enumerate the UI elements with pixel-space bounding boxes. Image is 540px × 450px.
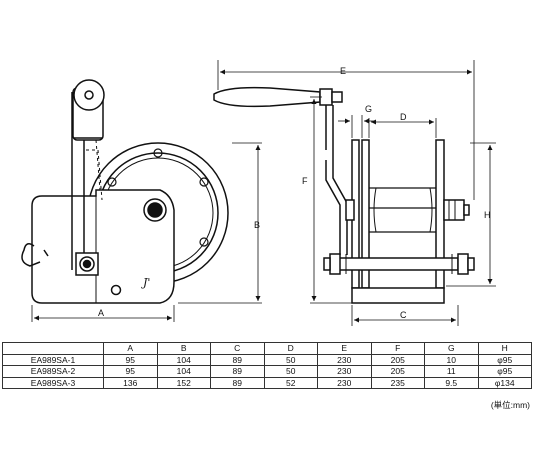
dimension-D xyxy=(368,118,437,138)
header-B: B xyxy=(156,342,211,355)
table-row: EA989SA-3 136 152 89 52 230 235 9.5 φ134 xyxy=(2,376,532,389)
table-cell: φ95 xyxy=(477,353,532,366)
spec-table-header-row: A B C D E F G H xyxy=(2,342,532,355)
dim-label-B: B xyxy=(254,220,260,230)
ratchet-lever xyxy=(21,243,41,267)
table-cell: EA989SA-1 xyxy=(2,353,104,366)
header-A: A xyxy=(103,342,158,355)
header-model xyxy=(2,342,104,355)
header-H: H xyxy=(477,342,532,355)
table-cell: 89 xyxy=(210,376,265,389)
table-cell: EA989SA-3 xyxy=(2,376,104,389)
table-cell: 152 xyxy=(156,376,211,389)
dim-label-C: C xyxy=(400,310,407,320)
dimension-A xyxy=(31,305,175,322)
table-cell: 230 xyxy=(317,376,372,389)
side-view xyxy=(21,79,229,304)
table-cell: φ95 xyxy=(477,365,532,378)
front-handle-grip xyxy=(213,86,321,108)
winch-technical-drawing: J' B A xyxy=(21,60,496,326)
table-cell: 50 xyxy=(263,353,318,366)
base-frame xyxy=(31,189,175,304)
table-cell: 95 xyxy=(103,353,158,366)
dimension-B xyxy=(178,142,262,304)
front-base xyxy=(351,287,445,304)
dimension-H xyxy=(446,142,496,287)
header-G: G xyxy=(424,342,479,355)
table-cell: 52 xyxy=(263,376,318,389)
table-cell: φ134 xyxy=(477,376,532,389)
front-drum xyxy=(369,187,436,233)
lower-axle xyxy=(337,257,459,271)
dimension-F xyxy=(310,96,352,304)
dim-label-E: E xyxy=(340,66,346,76)
dimension-G xyxy=(338,115,376,138)
dim-label-F: F xyxy=(302,176,308,186)
table-cell: 10 xyxy=(424,353,479,366)
table-cell: 11 xyxy=(424,365,479,378)
unit-note: (単位:mm) xyxy=(490,400,530,410)
spec-table: A B C D E F G H EA989SA-1 95 104 89 50 2… xyxy=(2,342,532,389)
header-D: D xyxy=(263,342,318,355)
table-cell: 89 xyxy=(210,353,265,366)
table-cell: EA989SA-2 xyxy=(2,365,104,378)
table-cell: 205 xyxy=(370,353,425,366)
dim-label-A: A xyxy=(98,308,104,318)
dimension-E xyxy=(217,60,475,200)
header-C: C xyxy=(210,342,265,355)
dim-label-D: D xyxy=(400,112,407,122)
front-view xyxy=(213,86,475,304)
table-cell: 230 xyxy=(317,365,372,378)
front-crank-arm xyxy=(325,105,348,255)
dimension-C xyxy=(351,305,459,326)
table-cell: 205 xyxy=(370,365,425,378)
brand-logo: J' xyxy=(141,276,150,289)
header-F: F xyxy=(370,342,425,355)
dim-label-G: G xyxy=(365,104,372,114)
header-E: E xyxy=(317,342,372,355)
table-cell: 104 xyxy=(156,365,211,378)
table-cell: 9.5 xyxy=(424,376,479,389)
table-cell: 89 xyxy=(210,365,265,378)
table-cell: 235 xyxy=(370,376,425,389)
table-row: EA989SA-2 95 104 89 50 230 205 11 φ95 xyxy=(2,365,532,378)
table-cell: 136 xyxy=(103,376,158,389)
dim-label-H: H xyxy=(484,210,491,220)
table-cell: 50 xyxy=(263,365,318,378)
table-cell: 230 xyxy=(317,353,372,366)
table-cell: 95 xyxy=(103,365,158,378)
table-cell: 104 xyxy=(156,353,211,366)
table-row: EA989SA-1 95 104 89 50 230 205 10 φ95 xyxy=(2,353,532,366)
